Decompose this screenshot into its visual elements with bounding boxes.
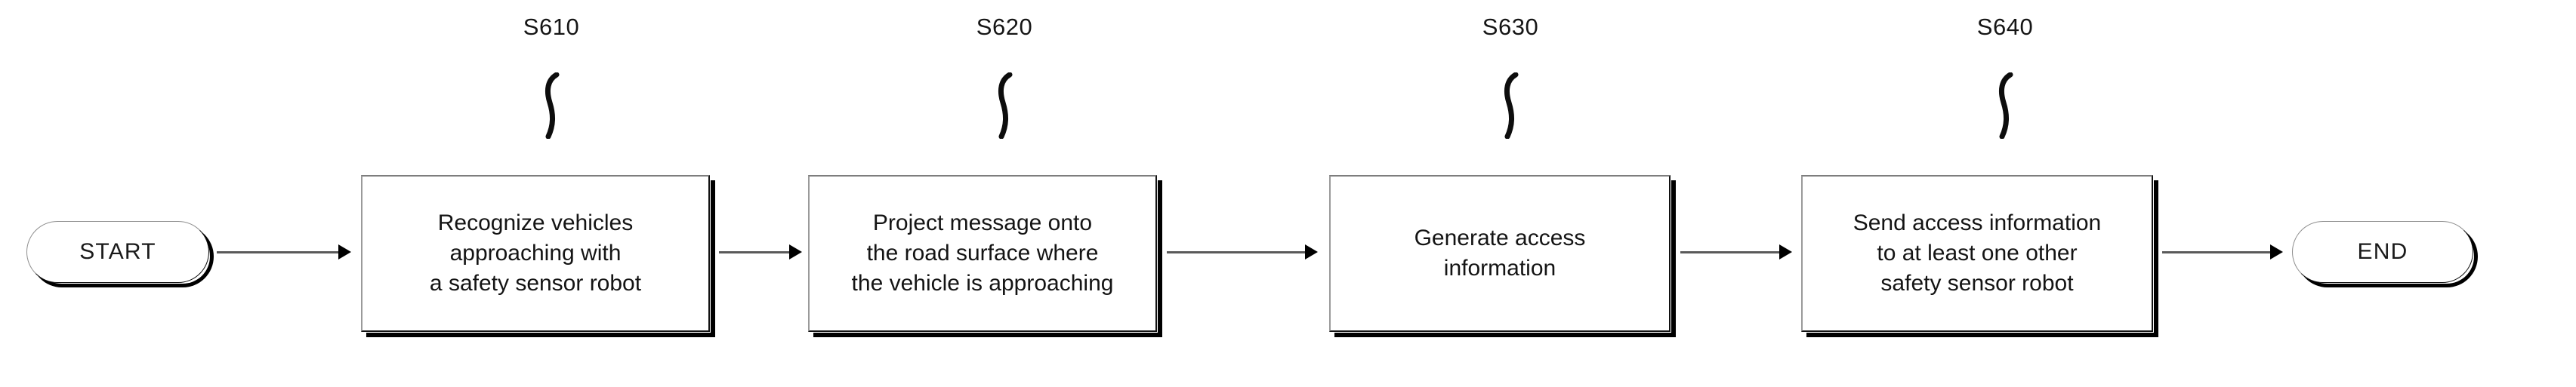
connector-start-to-s610 bbox=[217, 243, 351, 261]
process-box-s620[interactable]: Project message onto the road surface wh… bbox=[808, 175, 1162, 337]
process-box-body-s620[interactable]: Project message onto the road surface wh… bbox=[808, 175, 1157, 332]
step-ref-label-s640: S640 bbox=[1976, 14, 2034, 40]
process-box-text-s610: Recognize vehicles approaching with a sa… bbox=[429, 210, 642, 296]
connector-line bbox=[1680, 250, 1780, 253]
connector-s610-to-s620 bbox=[719, 243, 802, 261]
start-terminator-body[interactable]: START bbox=[26, 221, 209, 283]
process-box-body-s640[interactable]: Send access information to at least one … bbox=[1801, 175, 2153, 332]
squiggle-leader-icon-s610 bbox=[538, 72, 564, 139]
process-box-text-s620: Project message onto the road surface wh… bbox=[851, 210, 1114, 296]
arrowhead-icon bbox=[1779, 244, 1792, 260]
start-terminator[interactable]: START bbox=[26, 221, 214, 287]
process-box-s630[interactable]: Generate access information bbox=[1329, 175, 1676, 337]
end-terminator[interactable]: END bbox=[2292, 221, 2478, 287]
process-box-body-s630[interactable]: Generate access information bbox=[1329, 175, 1671, 332]
arrowhead-icon bbox=[1305, 244, 1318, 260]
end-terminator-label: END bbox=[2357, 239, 2408, 264]
connector-line bbox=[1167, 250, 1306, 253]
process-box-s640[interactable]: Send access information to at least one … bbox=[1801, 175, 2158, 337]
end-terminator-body[interactable]: END bbox=[2292, 221, 2473, 283]
squiggle-leader-icon-s620 bbox=[992, 72, 1017, 139]
process-box-s610[interactable]: Recognize vehicles approaching with a sa… bbox=[361, 175, 715, 337]
connector-s640-to-end bbox=[2162, 243, 2283, 261]
process-box-text-s640: Send access information to at least one … bbox=[1853, 210, 2102, 296]
start-terminator-label: START bbox=[79, 239, 156, 264]
squiggle-leader-icon-s640 bbox=[1992, 72, 2018, 139]
process-box-text-s630: Generate access information bbox=[1414, 226, 1586, 281]
connector-line bbox=[719, 250, 790, 253]
arrowhead-icon bbox=[789, 244, 802, 260]
connector-s630-to-s640 bbox=[1680, 243, 1792, 261]
step-ref-label-s620: S620 bbox=[976, 14, 1033, 40]
arrowhead-icon bbox=[2270, 244, 2283, 260]
connector-s620-to-s630 bbox=[1167, 243, 1318, 261]
connector-line bbox=[2162, 250, 2271, 253]
squiggle-leader-icon-s630 bbox=[1498, 72, 1523, 139]
connector-line bbox=[217, 250, 339, 253]
arrowhead-icon bbox=[338, 244, 351, 260]
process-box-body-s610[interactable]: Recognize vehicles approaching with a sa… bbox=[361, 175, 710, 332]
step-ref-label-s610: S610 bbox=[523, 14, 580, 40]
step-ref-label-s630: S630 bbox=[1482, 14, 1539, 40]
